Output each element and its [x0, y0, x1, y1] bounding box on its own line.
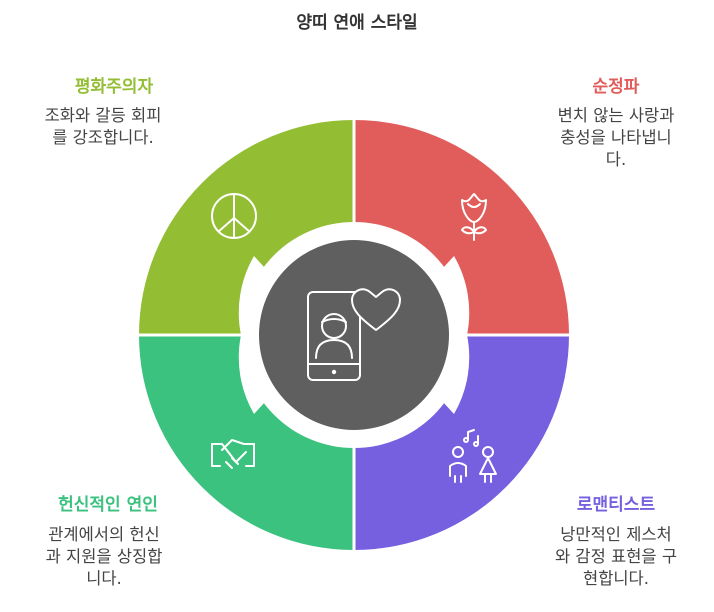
desc-partner: 관계에서의 헌신 과 지원을 상징합 니다.	[10, 524, 198, 590]
handshake-icon	[211, 439, 255, 469]
heading-pacifist: 평화주의자	[74, 77, 154, 97]
heading-partner: 헌신적인 연인	[58, 495, 158, 515]
desc-pacifist: 조화와 갈등 회피 를 강조합니다.	[14, 105, 192, 149]
desc-line: 와 감정 표현을 구	[555, 547, 677, 566]
segment-devoted	[354, 120, 569, 335]
rose-icon	[461, 193, 487, 241]
desc-line: 조화와 갈등 회피	[44, 106, 162, 125]
heading-devoted: 순정파	[592, 77, 640, 97]
desc-line: 를 강조합니다.	[52, 128, 154, 147]
segment-pacifist	[139, 120, 354, 335]
desc-line: 관계에서의 헌신	[48, 525, 160, 544]
segment-romantic	[354, 335, 569, 550]
desc-line: 현합니다.	[583, 569, 649, 588]
desc-line: 낭만적인 제스처	[560, 525, 672, 544]
desc-line: 변치 않는 사랑과	[557, 106, 675, 125]
desc-line: 과 지원을 상징합	[45, 547, 163, 566]
desc-line: 다.	[605, 150, 627, 169]
segment-partner	[139, 335, 354, 550]
desc-line: 충성을 나타냅니	[560, 128, 672, 147]
heading-romantic: 로맨티스트	[576, 495, 656, 515]
diagram-title: 양띠 연애 스타일	[296, 13, 418, 33]
desc-devoted: 변치 않는 사랑과 충성을 나타냅니 다.	[528, 105, 704, 171]
couple-music-icon	[449, 429, 497, 483]
center-circle	[259, 240, 449, 430]
desc-romantic: 낭만적인 제스처 와 감정 표현을 구 현합니다.	[524, 524, 708, 590]
phone-love-icon	[307, 288, 401, 381]
desc-line: 니다.	[86, 569, 122, 588]
peace-icon	[211, 193, 257, 239]
